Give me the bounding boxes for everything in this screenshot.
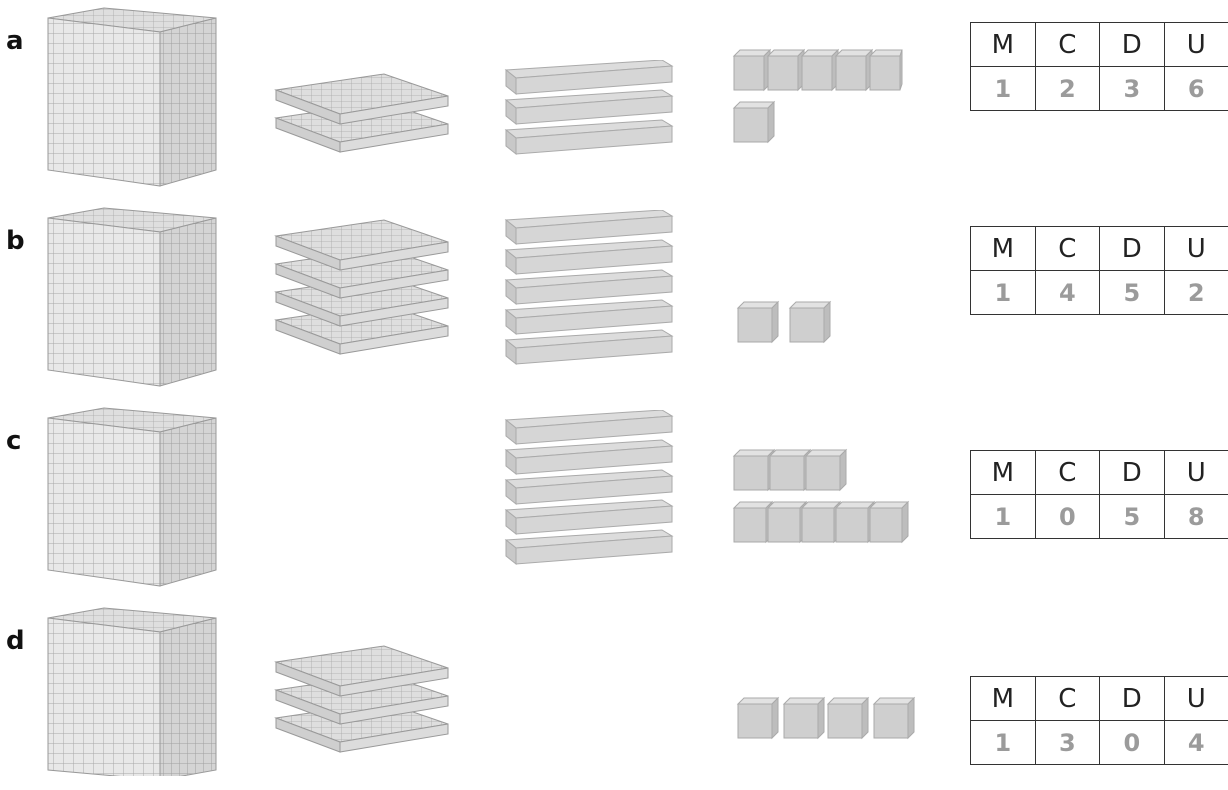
hundred-flats <box>272 638 452 776</box>
ten-rods <box>502 210 678 390</box>
header-centenas: C <box>1035 227 1099 271</box>
header-decenas: D <box>1100 451 1165 495</box>
row-letter: d <box>6 626 25 656</box>
ten-rod <box>506 90 672 124</box>
unit-cube <box>806 450 846 490</box>
unit-cube <box>802 50 838 90</box>
unit-cube <box>790 302 830 342</box>
thousand-cube <box>44 404 220 590</box>
place-value-table: M C D U 1 3 0 4 <box>970 676 1228 765</box>
value-centenas: 0 <box>1035 495 1099 539</box>
header-unidades: U <box>1164 23 1228 67</box>
hundred-flats <box>272 66 452 186</box>
value-millares: 1 <box>971 721 1036 765</box>
row-a: a <box>0 0 1228 190</box>
unit-cube <box>828 698 868 738</box>
ten-rod <box>506 240 672 274</box>
header-decenas: D <box>1100 677 1165 721</box>
place-value-table: M C D U 1 2 3 6 <box>970 22 1228 111</box>
unit-cube <box>734 50 770 90</box>
unit-cube <box>784 698 824 738</box>
unit-cube <box>734 450 774 490</box>
value-millares: 1 <box>971 67 1036 111</box>
unit-cubes <box>734 696 920 744</box>
ten-rod <box>506 300 672 334</box>
header-millares: M <box>971 677 1036 721</box>
row-letter: c <box>6 426 21 456</box>
unit-cubes <box>730 448 916 552</box>
thousand-cube <box>44 4 220 190</box>
value-millares: 1 <box>971 495 1036 539</box>
unit-cube <box>836 50 872 90</box>
unit-cubes <box>734 300 844 344</box>
value-millares: 1 <box>971 271 1036 315</box>
ten-rod <box>506 60 672 94</box>
unit-cube <box>734 102 774 142</box>
unit-cube <box>870 50 902 90</box>
header-millares: M <box>971 451 1036 495</box>
unit-cube <box>768 50 804 90</box>
ten-rod <box>506 470 672 504</box>
row-letter: a <box>6 26 24 56</box>
ten-rod <box>506 440 672 474</box>
header-centenas: C <box>1035 677 1099 721</box>
header-decenas: D <box>1100 23 1165 67</box>
header-centenas: C <box>1035 23 1099 67</box>
value-unidades: 8 <box>1164 495 1228 539</box>
value-unidades: 2 <box>1164 271 1228 315</box>
value-centenas: 3 <box>1035 721 1099 765</box>
value-unidades: 4 <box>1164 721 1228 765</box>
place-value-table: M C D U 1 4 5 2 <box>970 226 1228 315</box>
unit-cube <box>768 502 806 542</box>
ten-rod <box>506 530 672 564</box>
value-decenas: 5 <box>1100 271 1165 315</box>
unit-cube <box>870 502 908 542</box>
ten-rods <box>502 60 678 190</box>
value-centenas: 2 <box>1035 67 1099 111</box>
unit-cube <box>738 698 778 738</box>
unit-cubes <box>730 48 906 148</box>
unit-cube <box>874 698 914 738</box>
value-decenas: 5 <box>1100 495 1165 539</box>
ten-rod <box>506 210 672 244</box>
ten-rod <box>506 330 672 364</box>
unit-cube <box>734 502 772 542</box>
value-decenas: 3 <box>1100 67 1165 111</box>
value-unidades: 6 <box>1164 67 1228 111</box>
header-centenas: C <box>1035 451 1099 495</box>
header-millares: M <box>971 227 1036 271</box>
row-c: c M C D U <box>0 400 1228 590</box>
row-d: d M C D U 1 3 0 4 <box>0 600 1228 790</box>
unit-cube <box>802 502 840 542</box>
header-decenas: D <box>1100 227 1165 271</box>
ten-rod <box>506 500 672 534</box>
ten-rods <box>502 410 678 590</box>
place-value-table: M C D U 1 0 5 8 <box>970 450 1228 539</box>
hundred-flats <box>272 212 452 382</box>
ten-rod <box>506 120 672 154</box>
header-unidades: U <box>1164 451 1228 495</box>
unit-cube <box>770 450 810 490</box>
value-centenas: 4 <box>1035 271 1099 315</box>
header-unidades: U <box>1164 227 1228 271</box>
thousand-cube <box>44 204 220 390</box>
row-b: b M C D U 1 4 <box>0 200 1228 390</box>
row-letter: b <box>6 226 25 256</box>
thousand-cube <box>44 604 220 776</box>
value-decenas: 0 <box>1100 721 1165 765</box>
unit-cube <box>738 302 778 342</box>
header-millares: M <box>971 23 1036 67</box>
ten-rod <box>506 410 672 444</box>
unit-cube <box>836 502 874 542</box>
header-unidades: U <box>1164 677 1228 721</box>
ten-rod <box>506 270 672 304</box>
